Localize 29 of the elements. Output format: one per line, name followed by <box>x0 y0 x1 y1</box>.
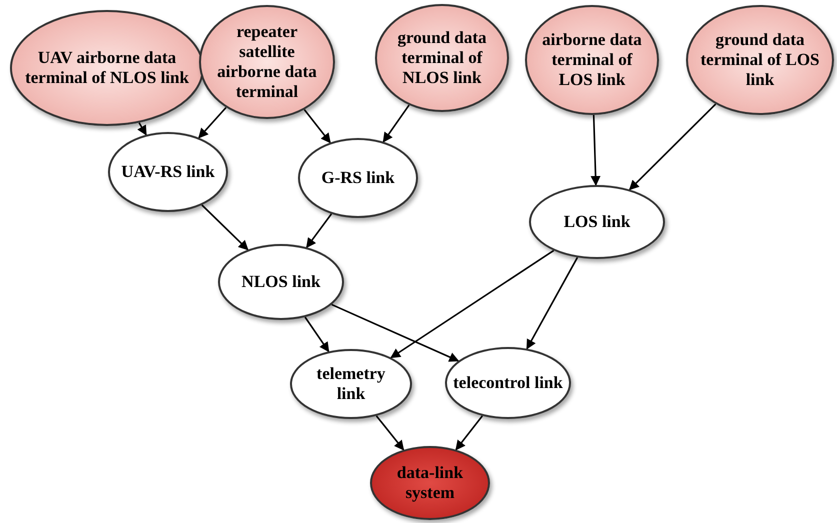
arrow <box>304 109 331 144</box>
ellipse-node <box>108 132 228 212</box>
node-label: ground data terminal of LOS link <box>700 30 820 90</box>
arrow <box>628 103 716 190</box>
arrow <box>382 104 410 143</box>
arrow <box>526 257 578 350</box>
node-label: airborne data terminal of LOS link <box>541 30 643 90</box>
node-label: telecontrol link <box>453 373 563 393</box>
node-label: ground data terminal of NLOS link <box>396 28 488 88</box>
node-label: telemetry link <box>316 364 386 404</box>
node-label: UAV-RS link <box>120 162 216 182</box>
arrow <box>198 106 227 138</box>
ellipse-node <box>370 446 490 520</box>
node-label: LOS link <box>562 212 632 232</box>
node-label: data-link system <box>396 463 464 503</box>
arrow <box>455 415 483 450</box>
node-label: UAV airborne data terminal of NLOS link <box>24 48 190 88</box>
arrow <box>390 250 554 358</box>
ellipse-node <box>218 244 344 320</box>
arrow <box>201 204 249 250</box>
node-label: G-RS link <box>320 168 396 188</box>
node-label: NLOS link <box>240 272 322 292</box>
arrow <box>376 415 404 451</box>
ellipse-node <box>298 138 418 218</box>
ellipse-node <box>290 349 412 419</box>
arrow <box>306 213 332 248</box>
node-label: repeater satellite airborne data terminal <box>216 22 318 102</box>
arrow <box>331 304 460 362</box>
arrow <box>590 114 601 186</box>
